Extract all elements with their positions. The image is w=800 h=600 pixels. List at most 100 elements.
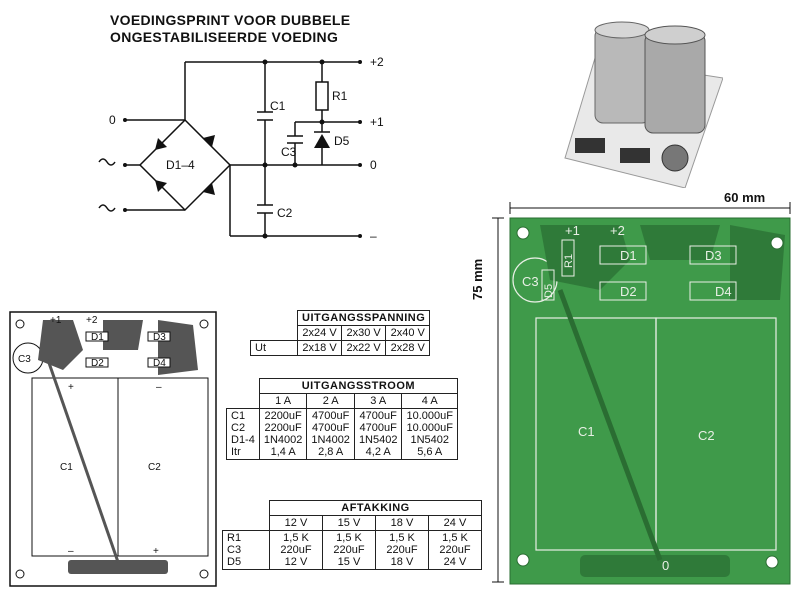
pcb-small-label-plus2: +2 [86,315,98,326]
pcb-label-c1: C1 [578,424,595,439]
terminal-label-minus: – [370,229,377,243]
table-cell: 5,6 A [417,446,443,458]
pcb-photo: +1 +2 R1 D5 C3 D1 D2 D3 D4 C1 C2 0 [492,202,791,585]
table-row-labels: C1 C2 D1-4 Itr [226,408,260,460]
table-cell: 220uF [280,544,312,556]
table-cell: 220uF [386,544,418,556]
dimension-width: 60 mm [724,190,766,205]
table-column-header: 24 V [428,515,482,531]
table-voltage-header: UITGANGSSPANNING [296,310,431,326]
table-cell: 1,5 K [336,532,362,544]
pcb-small-label-plus1: +1 [50,315,62,326]
pcb-small-label-c1: C1 [60,462,73,473]
table-cell: 2x22 V [341,340,387,356]
table-cell: 220uF [439,544,471,556]
table-cell: 10.000uF [406,422,453,434]
pcb-label-c3: C3 [522,274,539,289]
table-row-labels: R1 C3 D5 [222,530,270,570]
table-cell: 2x30 V [341,325,387,341]
table-column-header: 3 A [353,393,403,409]
row-label: C2 [231,422,246,434]
table-cell: 2200uF [264,422,302,434]
row-label: R1 [227,532,242,544]
table-cell: 4700uF [359,422,397,434]
pcb-label-d1: D1 [620,248,637,263]
pcb-layout-drawing: +1 +2 C3 D1 D2 D3 D4 C1 C2 – + + – [9,311,217,587]
table-column: 1,5 K 220uF 15 V [322,530,376,570]
table-cell: 2,8 A [318,446,344,458]
row-label: C3 [227,544,242,556]
table-row-label: Ut [250,340,298,356]
table-column: 1,5 K 220uF 24 V [428,530,482,570]
terminal-label-0-right: 0 [370,158,377,172]
pcb-label-c2: C2 [698,428,715,443]
label-d5: D5 [334,134,350,148]
circuit-schematic: 0 +2 +1 0 – C1 R1 C3 D5 D1–4 C2 [98,55,384,243]
table-cell: 1,4 A [270,446,296,458]
pcb-label-plus1: +1 [565,223,580,238]
pcb-label-d4: D4 [715,284,732,299]
table-output-current: UITGANGSSTROOM 1 A 2 A 3 A 4 A C1 C2 D1-… [226,378,458,460]
table-cell: 220uF [333,544,365,556]
table-cell: 1N4002 [263,434,303,446]
row-label: D1-4 [231,434,255,446]
table-column-header: 2 A [306,393,355,409]
label-d1-4: D1–4 [166,158,195,172]
table-cell: 4,2 A [365,446,391,458]
table-column: 10.000uF 10.000uF 1N5402 5,6 A [401,408,458,460]
table-cell: 10.000uF [406,410,453,422]
table-cell: 1,5 K [442,532,468,544]
table-column-header: 4 A [401,393,458,409]
table-current-header: UITGANGSSTROOM [258,378,458,394]
table-cell: 1,5 K [283,532,309,544]
terminal-label-plus1: +1 [370,115,384,129]
pcb-small-label-plus-top: + [68,382,74,393]
table-tap-header: AFTAKKING [269,500,482,516]
table-cell: 4700uF [359,410,397,422]
table-column: 2200uF 2200uF 1N4002 1,4 A [258,408,308,460]
table-cell: 1N5402 [358,434,398,446]
pcb-label-0: 0 [662,558,669,573]
table-tap: AFTAKKING 12 V 15 V 18 V 24 V R1 C3 D5 1… [222,500,482,570]
table-cell: 4700uF [312,410,350,422]
row-label: C1 [231,410,246,422]
table-cell: 1,5 K [389,532,415,544]
label-c1: C1 [270,99,286,113]
table-cell: 12 V [284,556,308,568]
row-label: Itr [231,446,241,458]
table-column: 1,5 K 220uF 18 V [375,530,429,570]
title-line-1: VOEDINGSPRINT VOOR DUBBELE [110,12,351,28]
label-r1: R1 [332,89,348,103]
table-cell: 18 V [390,556,414,568]
table-column: 4700uF 4700uF 1N4002 2,8 A [306,408,355,460]
row-label: D5 [227,556,242,568]
pcb-label-plus2: +2 [610,223,625,238]
table-column-header: 18 V [375,515,429,531]
table-column: 1,5 K 220uF 12 V [269,530,323,570]
terminal-label-0-left: 0 [109,113,116,127]
table-column-header: 15 V [322,515,376,531]
pcb-label-d5: D5 [543,284,555,298]
pcb-small-label-c2: C2 [148,462,161,473]
table-column-header: 12 V [269,515,323,531]
pcb-small-label-minus-top: – [156,382,162,393]
table-cell: 2x18 V [296,340,343,356]
pcb-small-label-d3: D3 [153,332,166,343]
terminal-label-plus2: +2 [370,55,384,69]
pcb-small-label-d4: D4 [153,358,166,369]
table-column: 4700uF 4700uF 1N5402 4,2 A [353,408,403,460]
table-column-header: 1 A [258,393,308,409]
pcb-small-label-minus-bottom: – [68,546,74,557]
table-cell: 2x40 V [385,325,431,341]
pcb-small-label-plus-bottom: + [153,546,159,557]
table-cell: 15 V [337,556,361,568]
table-cell: 2200uF [264,410,302,422]
pcb-small-label-d2: D2 [91,358,104,369]
title-line-2: ONGESTABILISEERDE VOEDING [110,29,339,45]
table-cell: 2x28 V [385,340,431,356]
table-cell: 2x24 V [296,325,343,341]
pcb-label-d3: D3 [705,248,722,263]
table-cell: 4700uF [312,422,350,434]
assembled-board-photo [564,21,723,188]
pcb-label-d2: D2 [620,284,637,299]
